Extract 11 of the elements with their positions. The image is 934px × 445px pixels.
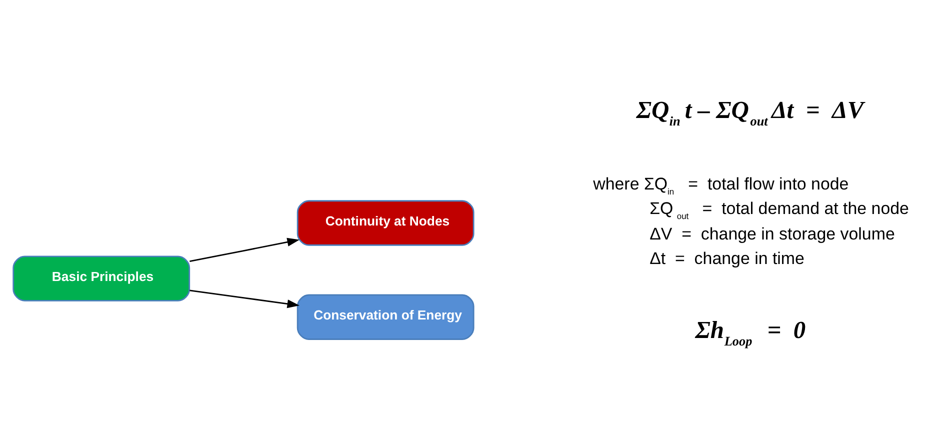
label: Δt = change in time (650, 248, 804, 268)
node-box: Basic Principles (12, 255, 190, 301)
arrow (190, 237, 300, 262)
label: Σh$_{Loop}$ = 0 (695, 316, 806, 348)
node-box: Continuity at Nodes (296, 200, 474, 246)
label: where ΣQ$_{in}$ = total flow into node (593, 174, 849, 196)
node-box: Conservation of Energy (296, 294, 474, 340)
label: ΔV = change in storage volume (650, 224, 895, 243)
label: ΣQ$_{in}$t – ΣQ$_{out}$Δt = ΔV (636, 96, 864, 128)
label: ΣQ$_{out}$ = total demand at the node (650, 198, 910, 220)
arrow (190, 289, 300, 308)
